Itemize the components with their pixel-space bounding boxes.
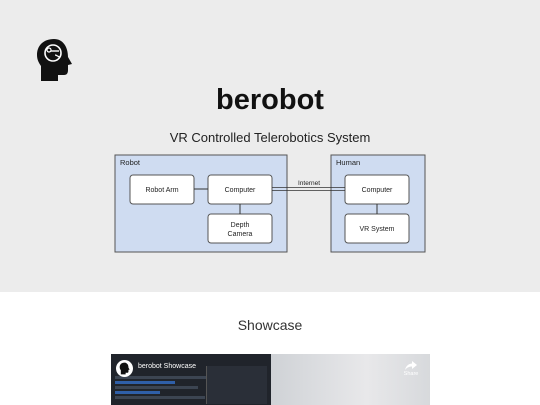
hero-section: berobot VR Controlled Telerobotics Syste… — [0, 0, 540, 292]
architecture-diagram: Robot Human Robot Arm Computer Depth Cam… — [114, 154, 426, 253]
video-row — [115, 391, 160, 394]
video-row — [115, 386, 198, 389]
video-data-panel — [206, 366, 267, 404]
page-title: berobot — [216, 84, 324, 116]
video-title[interactable]: berobot Showcase — [138, 363, 196, 370]
internet-link-label: Internet — [298, 180, 320, 187]
share-button[interactable]: Share — [398, 361, 424, 377]
head-gear-icon — [119, 362, 130, 375]
share-label: Share — [403, 371, 419, 377]
video-row — [115, 376, 265, 379]
showcase-video-player[interactable]: berobot Showcase Share — [111, 354, 430, 405]
video-row — [115, 396, 205, 399]
video-screen-right — [271, 354, 430, 405]
vr-system-label: VR System — [359, 226, 394, 233]
robot-group-label: Robot — [120, 158, 141, 167]
share-arrow-icon — [405, 361, 417, 370]
showcase-heading: Showcase — [237, 317, 303, 333]
channel-avatar[interactable] — [116, 360, 133, 377]
depth-camera-label-1: Depth — [231, 222, 250, 229]
page-subtitle: VR Controlled Telerobotics System — [169, 130, 371, 145]
video-row — [115, 381, 175, 384]
robot-arm-label: Robot Arm — [145, 187, 178, 194]
video-terminal-rows — [115, 376, 265, 401]
robot-computer-label: Computer — [225, 187, 256, 194]
human-group-label: Human — [336, 158, 360, 167]
depth-camera-label-2: Camera — [228, 231, 253, 238]
head-gear-icon[interactable] — [34, 37, 74, 83]
video-screen-left — [111, 354, 271, 405]
human-computer-label: Computer — [362, 187, 393, 194]
